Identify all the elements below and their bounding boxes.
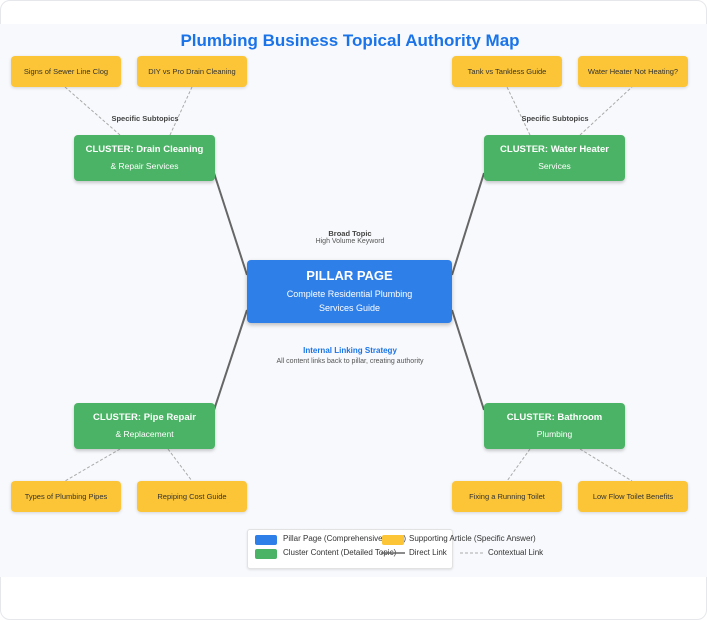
cluster-title: CLUSTER: Pipe Repair [93,412,196,423]
broad-topic-note: Broad Topic High Volume Keyword [280,229,420,245]
cluster-subtitle: Plumbing [536,429,573,439]
legend-cluster-label: Cluster Content (Detailed Topic) [283,548,397,557]
legend [247,529,453,569]
pillar-title: PILLAR PAGE [306,268,393,283]
cluster-bathroom-plumbing[interactable]: CLUSTER: Bathroom Plumbing [484,403,625,449]
supporting-article-label: Water Heater Not Heating? [587,67,679,76]
direct-link-drain [213,172,248,276]
supporting-article-pipe-types[interactable]: Types of Plumbing Pipes [11,481,121,512]
supporting-article-tank-tankless[interactable]: Tank vs Tankless Guide [452,56,562,87]
direct-link-bathroom [451,309,485,411]
linking-strategy-heading: Internal Linking Strategy [303,346,397,355]
direct-link-water-heater [451,172,485,276]
linking-strategy-note: Internal Linking Strategy All content li… [230,346,470,365]
supporting-article-label: Repiping Cost Guide [157,492,227,501]
cluster-title: CLUSTER: Drain Cleaning [85,144,204,155]
contextual-link-diy [169,86,193,136]
pillar-subtitle-line1: Complete Residential Plumbing [286,289,413,299]
contextual-link-tank [506,86,531,136]
contextual-link-low-flow [579,448,633,482]
contextual-link-toilet [506,448,531,482]
legend-pillar-label: Pillar Page (Comprehensive Topic) [283,534,407,543]
cluster-title: CLUSTER: Bathroom [506,412,603,423]
supporting-article-water-heater-not-heating[interactable]: Water Heater Not Heating? [578,56,688,87]
supporting-article-label: Tank vs Tankless Guide [467,67,547,76]
supporting-article-sewer-clog[interactable]: Signs of Sewer Line Clog [11,56,121,87]
pillar-page-node[interactable]: PILLAR PAGE Complete Residential Plumbin… [247,260,452,323]
legend-supporting-swatch [382,535,404,545]
supporting-article-running-toilet[interactable]: Fixing a Running Toilet [452,481,562,512]
supporting-article-low-flow-toilet[interactable]: Low Flow Toilet Benefits [578,481,688,512]
high-volume-keyword-text: High Volume Keyword [315,238,385,245]
pillar-subtitle-line2: Services Guide [318,303,381,313]
legend-supporting-label: Supporting Article (Specific Answer) [409,534,536,543]
contextual-link-repiping [167,448,193,482]
contextual-link-not-heating [579,86,633,136]
supporting-article-label: Types of Plumbing Pipes [24,492,108,501]
diagram-title: Plumbing Business Topical Authority Map [180,31,520,50]
cluster-water-heater[interactable]: CLUSTER: Water Heater Services [484,135,625,181]
legend-pillar-swatch [255,535,277,545]
supporting-article-label: Signs of Sewer Line Clog [23,67,109,76]
contextual-link-sewer [64,86,121,136]
linking-strategy-description: All content links back to pillar, creati… [276,358,424,365]
cluster-subtitle: & Replacement [115,429,174,439]
supporting-article-repiping-cost[interactable]: Repiping Cost Guide [137,481,247,512]
direct-link-pipe [213,309,248,411]
specific-subtopics-label-left: Specific Subtopics [111,114,179,123]
specific-subtopics-label-right: Specific Subtopics [521,114,589,123]
supporting-article-label: Low Flow Toilet Benefits [592,492,674,501]
legend-contextual-label: Contextual Link [488,548,544,557]
supporting-article-diy-drain[interactable]: DIY vs Pro Drain Cleaning [137,56,247,87]
cluster-subtitle: Services [538,161,571,171]
cluster-pipe-repair[interactable]: CLUSTER: Pipe Repair & Replacement [74,403,215,449]
legend-direct-label: Direct Link [409,548,447,557]
broad-topic-heading: Broad Topic [328,229,372,238]
cluster-title: CLUSTER: Water Heater [500,144,609,155]
supporting-article-label: DIY vs Pro Drain Cleaning [148,67,236,76]
cluster-drain-cleaning[interactable]: CLUSTER: Drain Cleaning & Repair Service… [74,135,215,181]
supporting-article-label: Fixing a Running Toilet [469,492,545,501]
contextual-link-pipe-types [64,448,121,482]
cluster-subtitle: & Repair Services [110,161,179,171]
legend-cluster-swatch [255,549,277,559]
